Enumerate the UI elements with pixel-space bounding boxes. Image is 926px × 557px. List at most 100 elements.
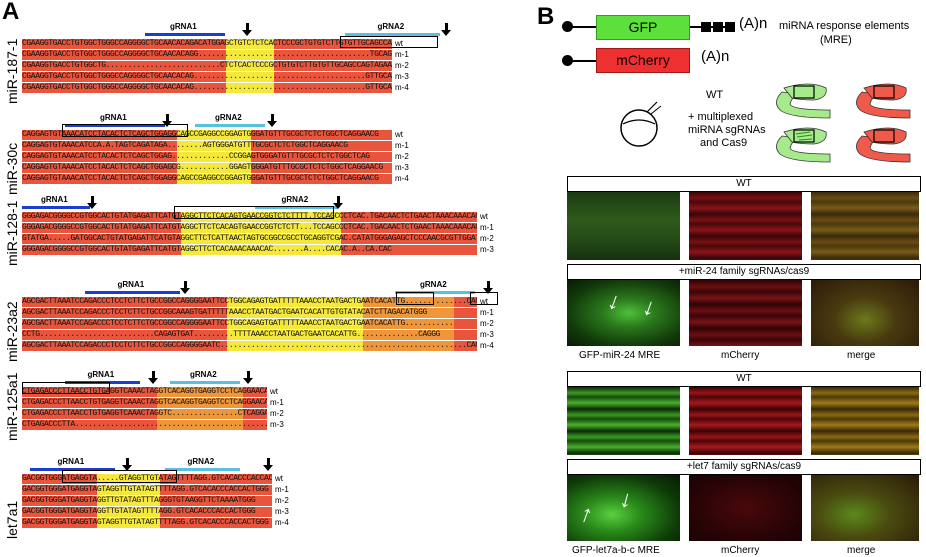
guide2-bar — [395, 291, 475, 294]
mre-abbrev: (MRE) — [820, 34, 852, 46]
guide2-label: gRNA2 — [420, 280, 447, 289]
exp1-treat-merge-image — [811, 280, 919, 346]
target-site-box — [174, 206, 334, 219]
exp1-wt-header: WT — [567, 176, 921, 192]
sequence-row: GACGGTGGGATGAGGTAGTAGGTTGTATAGTTTTAGG.GT… — [22, 485, 272, 495]
sequence-highlight — [22, 474, 97, 484]
sequence-highlight — [454, 319, 477, 329]
sequence-row: CGAAGGTGACCTGTGGCTGGGCCAGGGGCTGCAACACAG.… — [22, 72, 392, 82]
exp2-wt-mcherry-image — [689, 387, 802, 455]
sequence-row: GACGGTGGGATGAGGTA.....GTAGGTTGTATAGTTTTA… — [22, 474, 272, 484]
sequence-highlight — [225, 39, 274, 49]
exp2-wt-merge-image — [811, 387, 919, 455]
sequence-row: CGAAGGTGACCTGTGGCTGGGCCAGGGGCTGCAACACAGA… — [22, 39, 392, 49]
sequence-row: CCTG..........................CAGAGTGAT.… — [22, 330, 477, 340]
sequence-highlight — [22, 72, 226, 82]
sequence-text: GACGGTGGGATGAGGTAGTAGGTTGTATAGTTTTAGG.GT… — [22, 518, 269, 527]
allele-label: m-1 — [480, 308, 494, 317]
sequence-highlight — [242, 387, 267, 397]
treatment-line-3: and Cas9 — [700, 137, 748, 149]
sequence-highlight — [22, 163, 178, 173]
sequence-row: CAGGAGTGTAAACATCCTACACTCTCAGCTGGAG......… — [22, 152, 392, 162]
sequence-highlight — [225, 83, 274, 93]
mre-label: miRNA response elements — [779, 20, 910, 32]
sequence-highlight — [273, 61, 392, 71]
sequence-row: GGGAGACGGGGCCGTGGCACTGTATGAGATTCATGTAGGC… — [22, 245, 477, 255]
sequence-highlight — [225, 61, 274, 71]
sequence-text: GGGAGACGGGGCCGTGGCACTGTATGAGATTCATGTAGGC… — [22, 245, 392, 254]
guide1-bar — [85, 291, 180, 294]
sequence-text: CCTG..........................CAGAGTGAT.… — [22, 330, 441, 339]
sequence-highlight — [22, 245, 182, 255]
sequence-highlight — [454, 297, 477, 307]
sequence-row: GTATGA.....GATGGCACTGTATGAGATTCATGTAGGCT… — [22, 234, 477, 244]
sequence-text: CTGAGACCCTTAACCTGTGAGGTCAAACTAGGTC......… — [22, 409, 267, 418]
sequence-highlight — [97, 474, 160, 484]
sequence-highlight — [273, 39, 392, 49]
sequence-highlight — [226, 308, 364, 318]
guide1-bar — [65, 124, 165, 127]
allele-label: m-4 — [395, 83, 409, 92]
guide2-label: gRNA2 — [281, 195, 309, 204]
sequence-row: GGGAGACGGGGCCGTGGCACTGTATGAGATTCATGTAGGC… — [22, 223, 477, 233]
treatment-line-1: + multiplexed — [688, 111, 754, 123]
mre-block-2 — [713, 22, 723, 32]
exp2-wt-gfp-image — [567, 387, 680, 455]
sequence-highlight — [251, 163, 392, 173]
sequence-highlight — [159, 474, 272, 484]
sequence-highlight — [251, 130, 392, 140]
cut-site-arrow-icon — [483, 288, 493, 294]
sequence-highlight — [22, 141, 178, 151]
mre-block-1 — [701, 22, 711, 32]
allele-label: m-2 — [480, 234, 494, 243]
cut-site-arrow-icon — [441, 30, 451, 36]
sequence-text: AGCGACTTAAATCCAGACCCTCCTCTTCTGCCGGCCAGGG… — [22, 297, 477, 306]
sequence-highlight — [454, 308, 477, 318]
allele-label: m-3 — [480, 245, 494, 254]
sequence-highlight — [22, 485, 97, 495]
cut-site-arrow-shaft — [152, 371, 155, 378]
sequence-row: CTGAGACCCTTAACCTGTGAGGTCAAACTAGGTC......… — [22, 409, 267, 419]
sequence-highlight — [159, 496, 272, 506]
sequence-highlight — [177, 141, 252, 151]
sequence-text: CGAAGGTGACCTGTGGCTG.....................… — [22, 61, 392, 70]
sequence-highlight — [181, 245, 341, 255]
sequence-highlight — [251, 152, 392, 162]
sequence-highlight — [159, 507, 272, 517]
sequence-highlight — [156, 409, 243, 419]
sequence-highlight — [22, 223, 182, 233]
sequence-row: CAGGAGTGTAAACATCCTACACTCTCAGCTGGAGGCAGCC… — [22, 130, 392, 140]
sequence-highlight — [225, 50, 274, 60]
cut-site-arrow-icon — [333, 203, 343, 209]
sequence-highlight — [340, 223, 477, 233]
target-site-box — [62, 470, 177, 483]
sequence-row: CAGGAGTGTAAACATCCA.A.TAGTCAGATAGA.......… — [22, 141, 392, 151]
sequence-highlight — [177, 174, 252, 184]
allele-label: wt — [395, 39, 403, 48]
sequence-highlight — [156, 420, 243, 430]
guide2-bar — [345, 33, 440, 36]
exp1-wt-mcherry-image — [689, 192, 802, 260]
allele-label: m-4 — [275, 518, 289, 527]
guide2-bar — [170, 381, 240, 384]
sequence-highlight — [159, 518, 272, 528]
exp2-caption-mcherry: mCherry — [721, 545, 760, 556]
guide1-label: gRNA1 — [170, 22, 197, 31]
sequence-highlight — [97, 496, 160, 506]
guide1-bar — [145, 33, 225, 36]
mre-block-3 — [725, 22, 735, 32]
allele-label: m-3 — [480, 330, 494, 339]
embryo-icon — [620, 101, 662, 147]
guide2-bar — [255, 206, 338, 209]
sequence-highlight — [22, 496, 97, 506]
mre-line — [690, 26, 735, 28]
exp2-treat-mcherry-image — [689, 475, 802, 541]
allele-label: m-1 — [275, 485, 289, 494]
sequence-highlight — [22, 341, 227, 351]
sequence-row: GACGGTGGGATGAGGTAGTAGGTTGTATAGTTTTAGG.GT… — [22, 518, 272, 528]
sequence-highlight — [97, 485, 160, 495]
sequence-highlight — [226, 341, 364, 351]
exp1-caption-gfp: GFP-miR-24 MRE — [579, 350, 661, 361]
sequence-row: GACGGTGGGATGAGGTAGGTTGTATAGTTTAGGGTGTAAG… — [22, 496, 272, 506]
sequence-highlight — [177, 152, 252, 162]
